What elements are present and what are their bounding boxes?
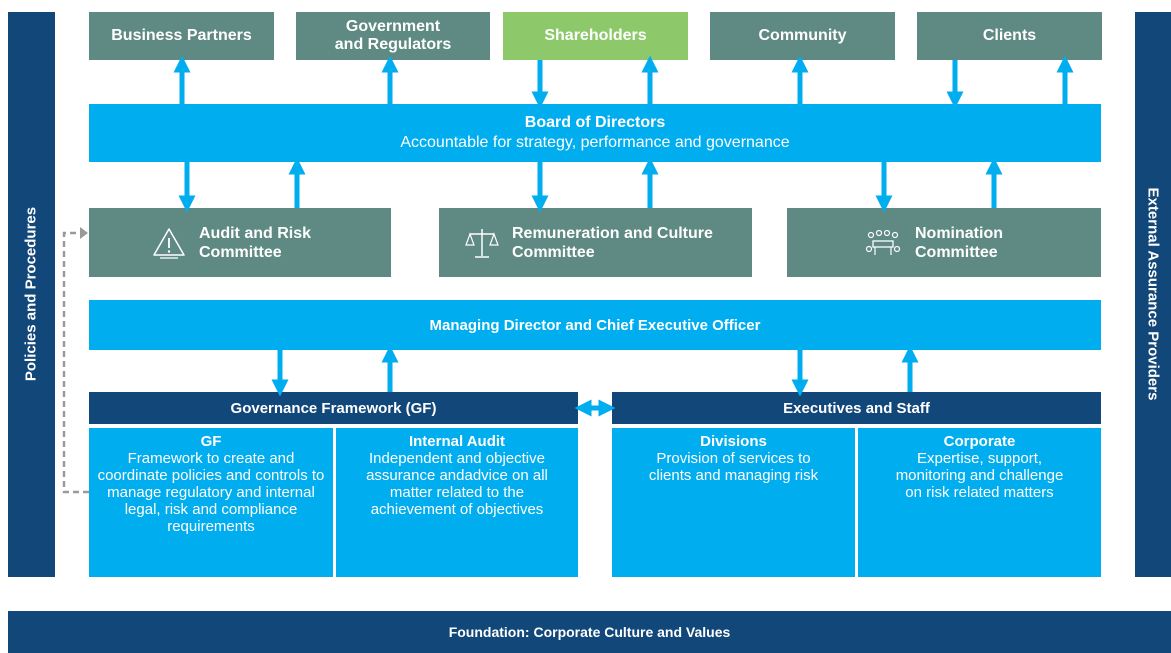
internal-audit-cell: Internal Audit Independent and objective… <box>336 428 578 577</box>
stakeholder-shareholders: Shareholders <box>503 12 688 60</box>
board-of-directors: Board of Directors Accountable for strat… <box>89 104 1101 162</box>
governance-framework-header: Governance Framework (GF) <box>89 392 578 424</box>
gf-cell: GF Framework to create and coordinate po… <box>89 428 333 577</box>
warning-icon <box>153 227 185 259</box>
corporate-heading: Corporate <box>943 433 1016 450</box>
gf-text: Framework to create and coordinate polic… <box>97 450 325 535</box>
meeting-icon <box>865 229 901 255</box>
audit-risk-committee: Audit and Risk Committee <box>89 208 391 277</box>
governance-framework-title: Governance Framework (GF) <box>230 399 437 417</box>
stakeholder-community: Community <box>710 12 895 60</box>
corporate-text: Expertise, support, monitoring and chall… <box>895 450 1064 501</box>
nomination-label: Nomination Committee <box>915 224 1003 261</box>
ceo-title: Managing Director and Chief Executive Of… <box>429 316 761 334</box>
divisions-text: Provision of services to clients and man… <box>648 450 819 484</box>
executives-staff-header: Executives and Staff <box>612 392 1101 424</box>
remuneration-culture-committee: Remuneration and Culture Committee <box>439 208 752 277</box>
gf-heading: GF <box>200 433 222 450</box>
corporate-cell: Corporate Expertise, support, monitoring… <box>858 428 1101 577</box>
dashed-link-gf-to-audit <box>62 231 89 494</box>
audit-risk-label: Audit and Risk Committee <box>199 224 312 261</box>
remuneration-culture-label: Remuneration and Culture Committee <box>512 224 713 261</box>
stakeholder-government-regulators: Government and Regulators <box>296 12 490 60</box>
internal-audit-text: Independent and objective assurance anda… <box>366 450 548 518</box>
external-assurance-bar: External Assurance Providers <box>1135 12 1171 577</box>
foundation-title: Foundation: Corporate Culture and Values <box>448 624 731 640</box>
scales-icon <box>465 228 499 258</box>
board-subtitle: Accountable for strategy, performance an… <box>400 134 790 151</box>
stakeholder-clients: Clients <box>917 12 1102 60</box>
nomination-committee: Nomination Committee <box>787 208 1101 277</box>
internal-audit-heading: Internal Audit <box>408 433 506 450</box>
stakeholder-business-partners: Business Partners <box>89 12 274 60</box>
ceo-bar: Managing Director and Chief Executive Of… <box>89 300 1101 350</box>
executives-staff-title: Executives and Staff <box>783 399 930 417</box>
divisions-heading: Divisions <box>700 433 767 450</box>
foundation-bar: Foundation: Corporate Culture and Values <box>8 611 1171 653</box>
divisions-cell: Divisions Provision of services to clien… <box>612 428 855 577</box>
board-title: Board of Directors <box>524 114 666 131</box>
policies-procedures-bar: Policies and Procedures <box>8 12 55 577</box>
dashed-link-arrowhead <box>80 227 88 239</box>
